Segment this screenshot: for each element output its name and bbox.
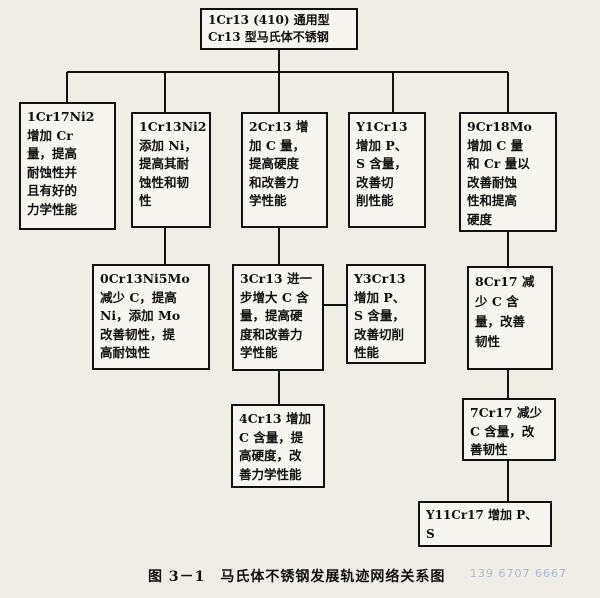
node-1cr17ni2: 1Cr17Ni2 增加 Cr 量，提高 耐蚀性并 且有好的 力学性能: [19, 102, 116, 230]
node-9cr18mo: 9Cr18Mo 增加 C 量 和 Cr 量以 改善耐蚀 性和提高 硬度: [459, 112, 557, 232]
figure-caption: 图 3－1 马氏体不锈钢发展轨迹网络关系图: [148, 569, 446, 585]
node-3cr13: 3Cr13 进一 步增大 C 含 量，提高硬 度和改善力 学性能: [232, 264, 324, 371]
node-7cr17: 7Cr17 减少 C 含量，改 善韧性: [462, 398, 556, 461]
node-8cr17: 8Cr17 减 少 C 含 量，改善 韧性: [467, 266, 553, 370]
node-y1cr13: Y1Cr13 增加 P、 S 含量， 改善切 削性能: [348, 112, 426, 228]
node-4cr13: 4Cr13 增加 C 含量，提 高硬度，改 善力学性能: [231, 404, 325, 488]
node-2cr13: 2Cr13 增 加 C 量， 提高硬度 和改善力 学性能: [241, 112, 328, 228]
watermark-phone: 139 6707 6667: [470, 567, 567, 580]
node-0cr13ni5mo: 0Cr13Ni5Mo 减少 C，提高 Ni，添加 Mo 改善韧性，提 高耐蚀性: [92, 264, 210, 370]
node-1cr13ni2: 1Cr13Ni2 添加 Ni， 提高其耐 蚀性和韧 性: [131, 112, 211, 228]
node-y3cr13: Y3Cr13 增加 P、 S 含量， 改善切削 性能: [346, 264, 426, 364]
node-1cr13-root: 1Cr13 (410) 通用型 Cr13 型马氏体不锈钢: [200, 8, 358, 50]
